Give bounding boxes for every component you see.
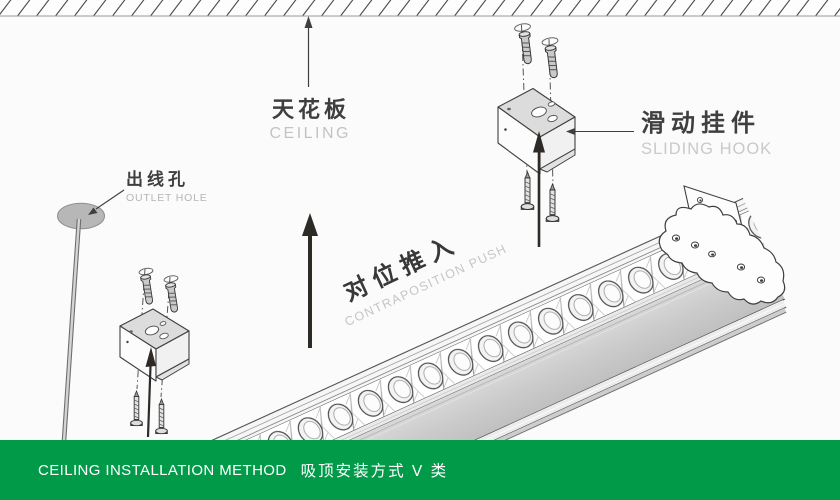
wall-anchor-icon: [544, 44, 560, 79]
drill-hole-markers-left: [138, 267, 179, 283]
end-bracket-screw-holes: [671, 234, 766, 284]
footer-bar: CEILING INSTALLATION METHOD 吸顶安装方式 V 类: [0, 440, 840, 500]
ceiling-hatch: [0, 0, 840, 17]
ceiling-label-zh: 天花板: [271, 97, 350, 122]
wall-anchor-icon: [518, 30, 534, 65]
ceiling-label: 天花板 CEILING: [242, 92, 376, 143]
sliding-hook-label: 滑动挂件 SLIDING HOOK: [641, 103, 772, 159]
outlet-hole: [57, 202, 105, 230]
outlet-label-zh: 出线孔: [126, 170, 189, 189]
ceiling-pointer-arrow: [304, 16, 313, 87]
push-arrow-left: [145, 347, 156, 438]
footer-title-zh: 吸顶安装方式 V 类: [300, 463, 449, 480]
hook-label-zh: 滑动挂件: [641, 110, 761, 137]
outlet-wire: [61, 218, 82, 442]
drill-hole-markers-right: [514, 23, 559, 46]
hook-leader-line: [566, 128, 634, 135]
push-arrow-right: [533, 131, 545, 247]
sliding-hook-bracket-left: [119, 308, 190, 382]
bracket-assembly-left: [119, 267, 190, 438]
ceiling-label-en: CEILING: [269, 125, 351, 142]
screw-icon: [520, 171, 535, 210]
screw-icon: [155, 398, 168, 435]
screw-icon: [130, 390, 143, 427]
hook-label-en: SLIDING HOOK: [641, 140, 773, 158]
screw-icon: [545, 183, 560, 222]
outlet-hole-label: 出线孔 OUTLET HOLE: [126, 165, 208, 204]
fixture-end-bracket: [658, 203, 786, 305]
outlet-pointer-arrow: [88, 189, 125, 215]
outlet-label-en: OUTLET HOLE: [126, 192, 208, 204]
footer-title-en: CEILING INSTALLATION METHOD: [38, 461, 287, 479]
sliding-hook-bracket-right: [497, 87, 576, 175]
bracket-assembly-right: [497, 23, 576, 247]
push-arrow-main: [302, 213, 318, 348]
